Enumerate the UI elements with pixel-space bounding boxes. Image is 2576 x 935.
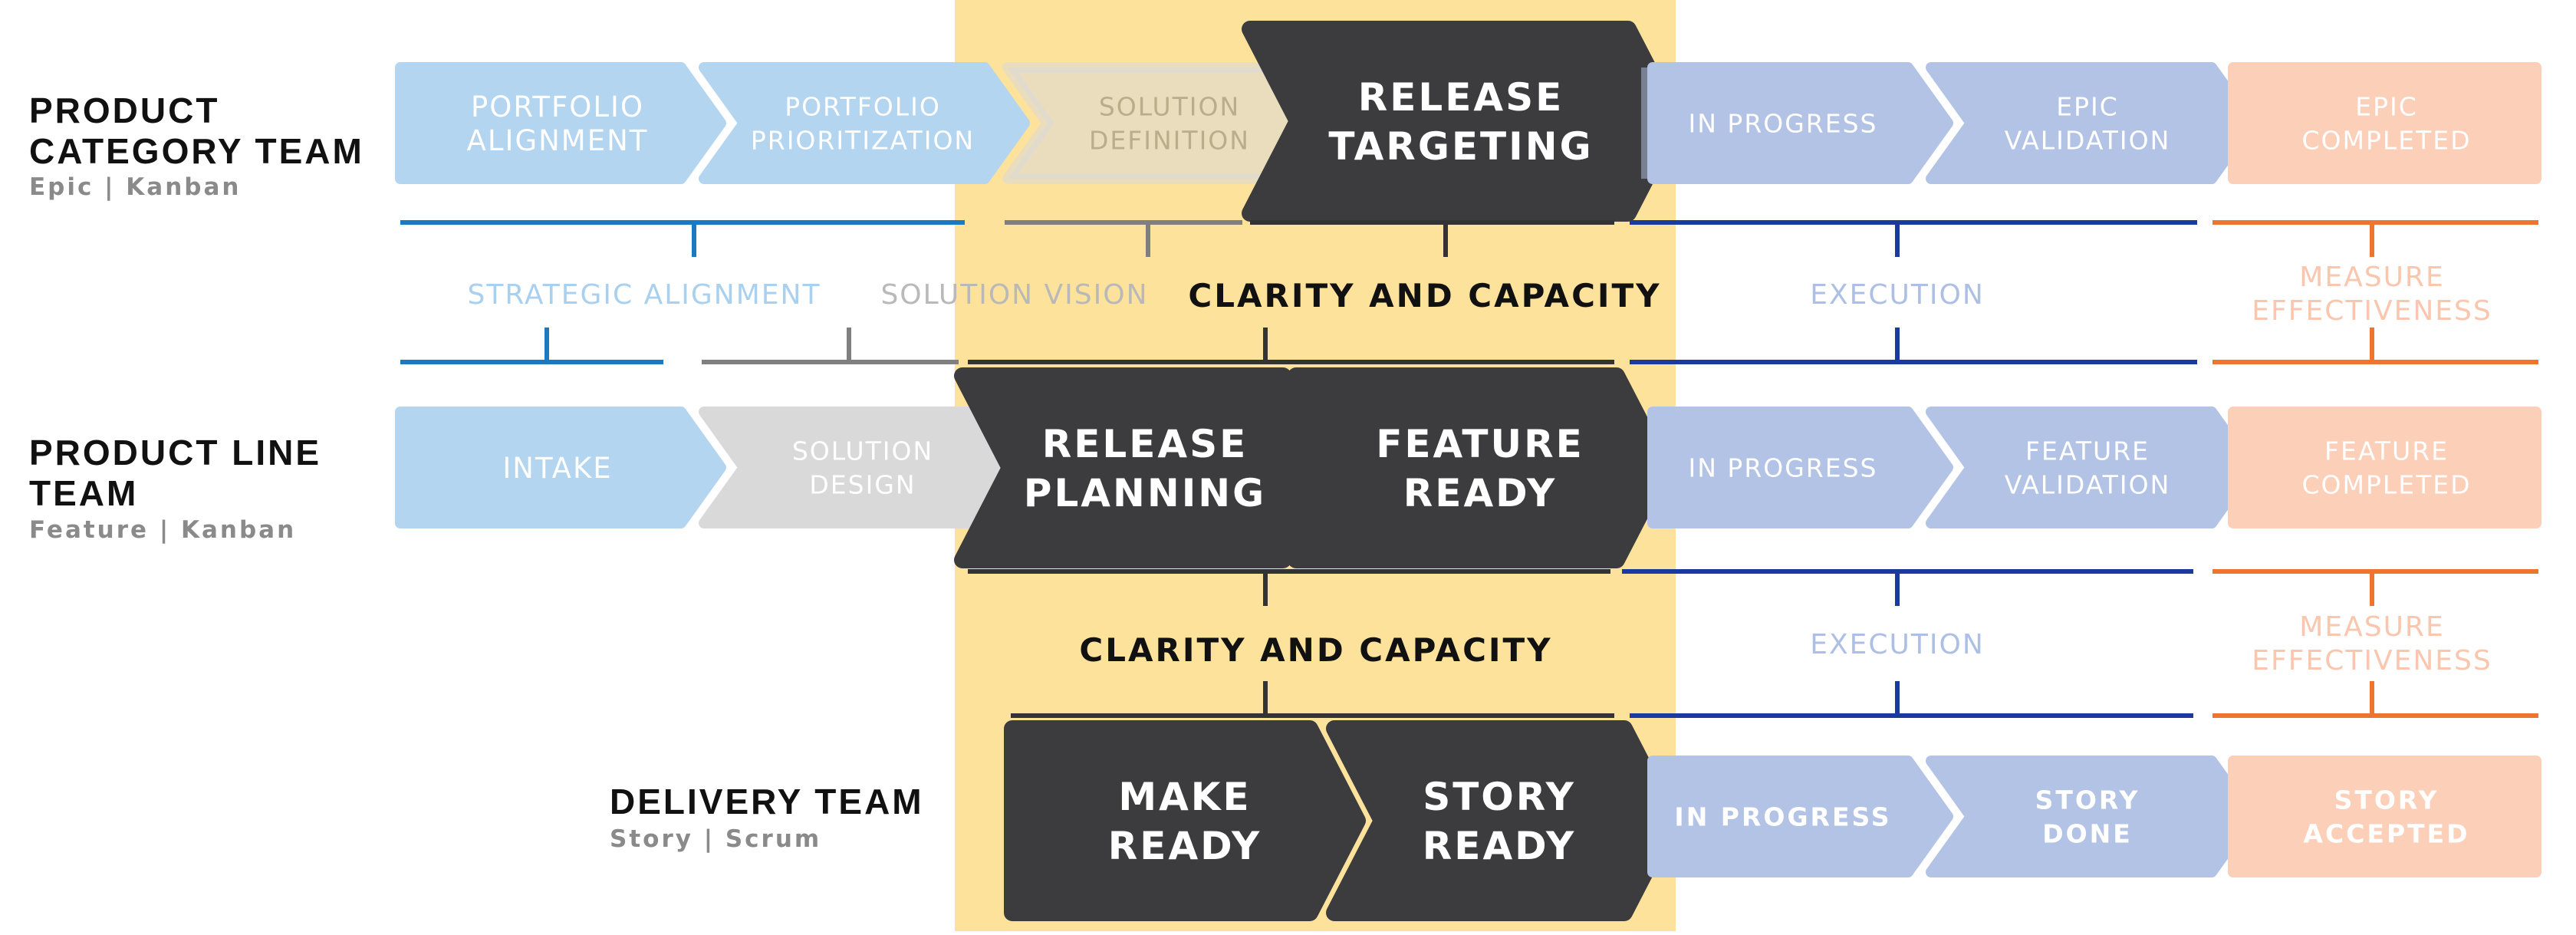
portfolio-alignment-label-2: ALIGNMENT [467,124,649,157]
story-ready-label-1: STORY [1423,775,1576,819]
feature-validation-label-1: FEATURE [2025,436,2150,466]
row3-in-progress-label-1: IN PROGRESS [1674,802,1891,831]
row1-in-progress-label-1: IN PROGRESS [1689,108,1878,138]
story-done-label-2: DONE [2042,818,2133,848]
band-execution-1: EXECUTION [1810,279,1985,311]
band-measure-effectiveness-2-line-2: EFFECTIVENESS [2252,645,2492,677]
band-clarity-capacity-2: CLARITY AND CAPACITY [1079,631,1552,669]
story-ready-shape [1326,720,1680,921]
portfolio-prioritization-label-1: PORTFOLIO [785,91,941,121]
epic-validation-label-2: VALIDATION [2005,125,2171,155]
story-done-shape [1926,756,2257,877]
portfolio-alignment-label-1: PORTFOLIO [471,91,644,123]
intake-shape [395,407,726,528]
band-strategic-alignment: STRATEGIC ALIGNMENT [468,279,821,311]
delivery-team-subtitle: Story | Scrum [610,825,821,853]
solution-definition-label-2: DEFINITION [1089,125,1250,155]
product-category-team-subtitle: Epic | Kanban [29,173,241,201]
epic-validation-label-1: EPIC [2056,91,2119,121]
product-category-team-title-2: CATEGORY TEAM [29,131,364,171]
portfolio-prioritization-label-2: PRIORITIZATION [751,125,975,155]
row3-in-progress-shape [1647,756,1953,877]
band-execution-2: EXECUTION [1810,629,1985,660]
story-accepted-label-2: ACCEPTED [2303,818,2469,848]
portfolio-prioritization-shape [699,62,1030,184]
epic-validation-shape [1926,62,2257,184]
epic-completed-label-1: EPIC [2355,91,2418,121]
portfolio-alignment-shape [395,62,726,184]
band-measure-effectiveness-2-line-1: MEASURE [2299,611,2444,643]
release-targeting-label-1: RELEASE [1358,75,1564,120]
product-line-team-title-2: TEAM [29,473,138,513]
band-solution-vision: SOLUTION VISION [880,279,1148,311]
row2-in-progress-shape [1647,407,1953,528]
product-line-team-title-1: PRODUCT LINE [29,433,321,472]
epic-completed-shape [2228,62,2541,184]
feature-validation-label-2: VALIDATION [2005,469,2171,499]
row1-tail [1641,67,1676,179]
release-planning-shape [954,367,1339,568]
feature-ready-label-1: FEATURE [1376,422,1584,466]
product-category-team-title-1: PRODUCT [29,91,219,130]
solution-design-label-1: SOLUTION [792,436,933,466]
make-ready-shape [1004,720,1366,921]
feature-ready-label-2: READY [1403,471,1557,515]
story-accepted-label-1: STORY [2334,785,2439,815]
release-planning-label-2: PLANNING [1024,471,1266,515]
delivery-team-title: DELIVERY TEAM [610,782,924,821]
make-ready-label-1: MAKE [1118,775,1251,819]
release-planning-label-1: RELEASE [1042,422,1249,466]
band-clarity-capacity-1: CLARITY AND CAPACITY [1188,277,1661,314]
feature-completed-label-1: FEATURE [2324,436,2449,466]
band-measure-effectiveness-1-line-2: EFFECTIVENESS [2252,295,2492,327]
feature-completed-label-2: COMPLETED [2301,469,2471,499]
solution-design-shape [699,407,1030,528]
solution-definition-label-1: SOLUTION [1099,91,1240,121]
row2-in-progress-label-1: IN PROGRESS [1689,453,1878,482]
feature-validation-shape [1926,407,2257,528]
story-ready-label-2: READY [1423,824,1576,868]
product-line-team-subtitle: Feature | Kanban [29,516,296,544]
feature-completed-shape [2228,407,2541,528]
solution-design-label-2: DESIGN [809,469,916,499]
release-targeting-shape [1242,21,1684,222]
feature-ready-shape [1288,367,1673,568]
release-targeting-label-2: TARGETING [1328,124,1593,169]
intake-label-1: INTAKE [502,452,612,485]
story-done-label-1: STORY [2035,785,2140,815]
story-accepted-shape [2228,756,2541,877]
band-measure-effectiveness-1-line-1: MEASURE [2299,262,2444,293]
epic-completed-label-2: COMPLETED [2301,125,2471,155]
make-ready-label-2: READY [1108,824,1262,868]
